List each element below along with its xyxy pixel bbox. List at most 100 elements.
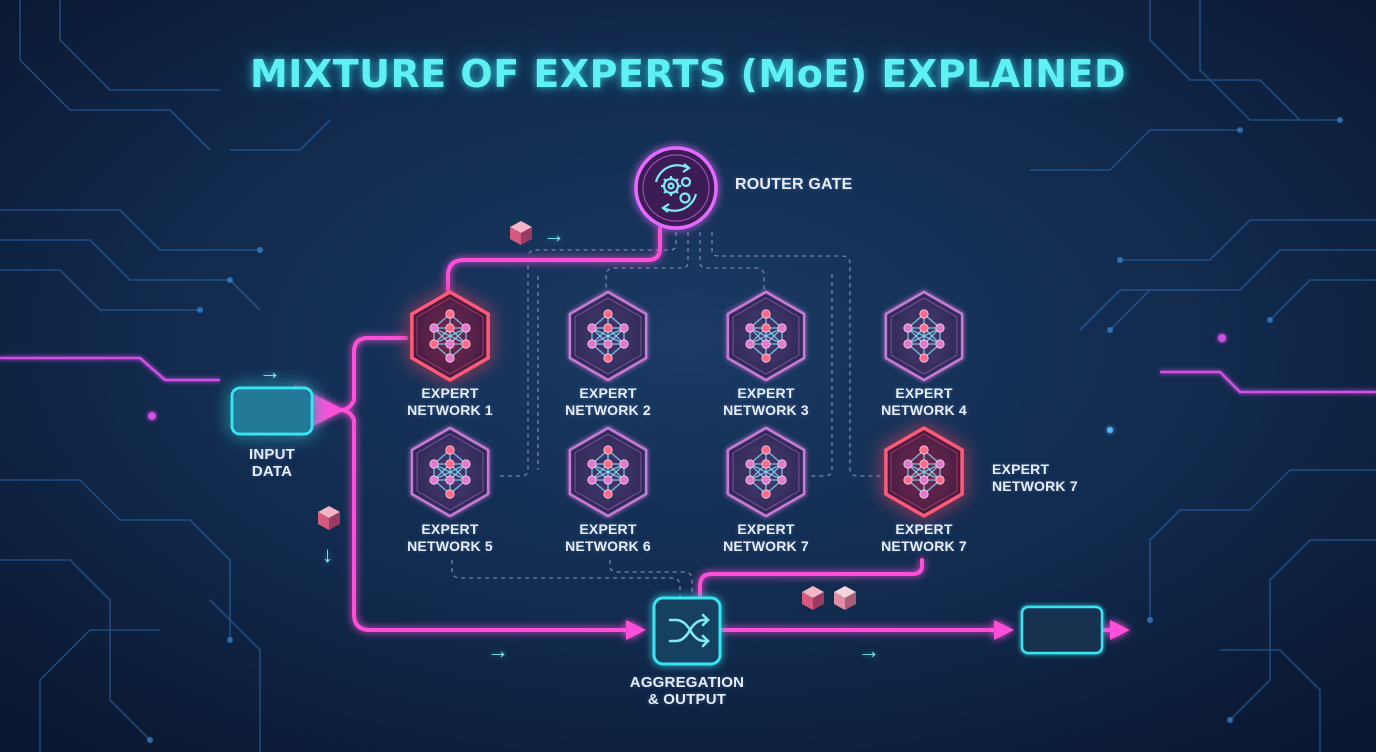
network-edge <box>591 327 625 345</box>
neural-network-icon <box>587 309 629 363</box>
data-token-cubes <box>318 221 856 610</box>
network-node <box>429 323 439 333</box>
expert-label-line1: EXPERT <box>737 385 795 401</box>
network-node <box>935 459 945 469</box>
expert-node-8[interactable] <box>884 425 964 519</box>
network-node <box>761 353 771 363</box>
network-node <box>761 309 771 319</box>
network-node <box>935 339 945 349</box>
network-node <box>777 459 787 469</box>
network-node <box>587 323 597 333</box>
neural-network-icon <box>429 309 471 363</box>
expert-node-5[interactable] <box>410 426 490 518</box>
network-edge <box>907 463 941 481</box>
network-node <box>619 475 629 485</box>
circuit-dots <box>147 117 1343 743</box>
network-node <box>603 489 613 499</box>
network-node <box>919 323 929 333</box>
expert-hexagon-inner <box>890 433 958 511</box>
expert-node-3[interactable] <box>726 290 806 382</box>
neural-network-icon <box>745 445 787 499</box>
expert-label-line1: EXPERT <box>895 521 953 537</box>
network-node <box>777 475 787 485</box>
flow-arrow-right-icon: → <box>487 638 509 663</box>
network-node <box>461 459 471 469</box>
input-data-node[interactable] <box>230 386 314 436</box>
flow-arrow-down-icon: ↓ <box>322 542 333 567</box>
expert-label-line2: NETWORK 5 <box>407 538 493 554</box>
network-node <box>461 475 471 485</box>
expert-node-7[interactable] <box>726 426 806 518</box>
network-node <box>429 475 439 485</box>
expert-node-1[interactable] <box>410 289 490 383</box>
expert-node-6[interactable] <box>568 426 648 518</box>
experts-layer <box>410 289 964 519</box>
flow-arrow-right-icon: → <box>259 359 281 384</box>
network-node <box>445 323 455 333</box>
router-gate-label: ROUTER GATE <box>735 176 853 193</box>
expert-label-line2: NETWORK 1 <box>407 402 493 418</box>
neural-network-icon <box>903 445 945 499</box>
expert-hexagon-inner <box>890 297 958 375</box>
router-gate-node[interactable] <box>634 146 718 230</box>
network-node <box>445 339 455 349</box>
network-edge <box>749 327 783 345</box>
output-node[interactable] <box>1020 605 1104 655</box>
network-node <box>461 339 471 349</box>
expert-hexagon-inner <box>732 297 800 375</box>
expert-hexagon-inner <box>732 433 800 511</box>
network-node <box>445 459 455 469</box>
expert-hexagon-inner <box>416 297 484 375</box>
network-node <box>777 323 787 333</box>
network-node <box>919 339 929 349</box>
network-edge <box>591 463 625 481</box>
network-node <box>445 489 455 499</box>
flow-arrow-right-icon: → <box>543 222 565 247</box>
network-node <box>619 339 629 349</box>
network-edge <box>433 327 467 345</box>
expert-label-line1: EXPERT <box>421 385 479 401</box>
network-node <box>903 459 913 469</box>
network-node <box>745 459 755 469</box>
expert-hexagon-inner <box>574 433 642 511</box>
expert-label-line2: NETWORK 6 <box>565 538 651 554</box>
network-node <box>445 475 455 485</box>
network-node <box>603 445 613 455</box>
expert-node-2[interactable] <box>568 290 648 382</box>
network-node <box>761 323 771 333</box>
shuffle-icon <box>668 613 710 648</box>
dashed-connectors <box>451 232 882 598</box>
network-node <box>603 459 613 469</box>
neural-network-icon <box>745 309 787 363</box>
network-node <box>587 475 597 485</box>
expert-label-line2: NETWORK 3 <box>723 402 809 418</box>
aggregation-node[interactable] <box>652 596 722 666</box>
network-node <box>603 323 613 333</box>
gears-cycle-icon <box>654 163 698 213</box>
network-node <box>587 459 597 469</box>
neural-network-icon <box>903 309 945 363</box>
network-node <box>761 339 771 349</box>
expert-node-4[interactable] <box>884 290 964 382</box>
network-node <box>603 339 613 349</box>
neural-network-icon <box>429 445 471 499</box>
network-node <box>745 475 755 485</box>
network-node <box>619 323 629 333</box>
network-edge <box>433 463 467 481</box>
network-node <box>903 323 913 333</box>
expert-label-line1: EXPERT <box>579 385 637 401</box>
expert-label-line2: NETWORK 7 <box>881 538 967 554</box>
network-node <box>919 475 929 485</box>
network-node <box>761 475 771 485</box>
expert-hexagon-inner <box>416 433 484 511</box>
network-node <box>919 445 929 455</box>
network-node <box>761 459 771 469</box>
network-node <box>919 459 929 469</box>
network-node <box>603 475 613 485</box>
expert-label-line1: EXPERT <box>895 385 953 401</box>
